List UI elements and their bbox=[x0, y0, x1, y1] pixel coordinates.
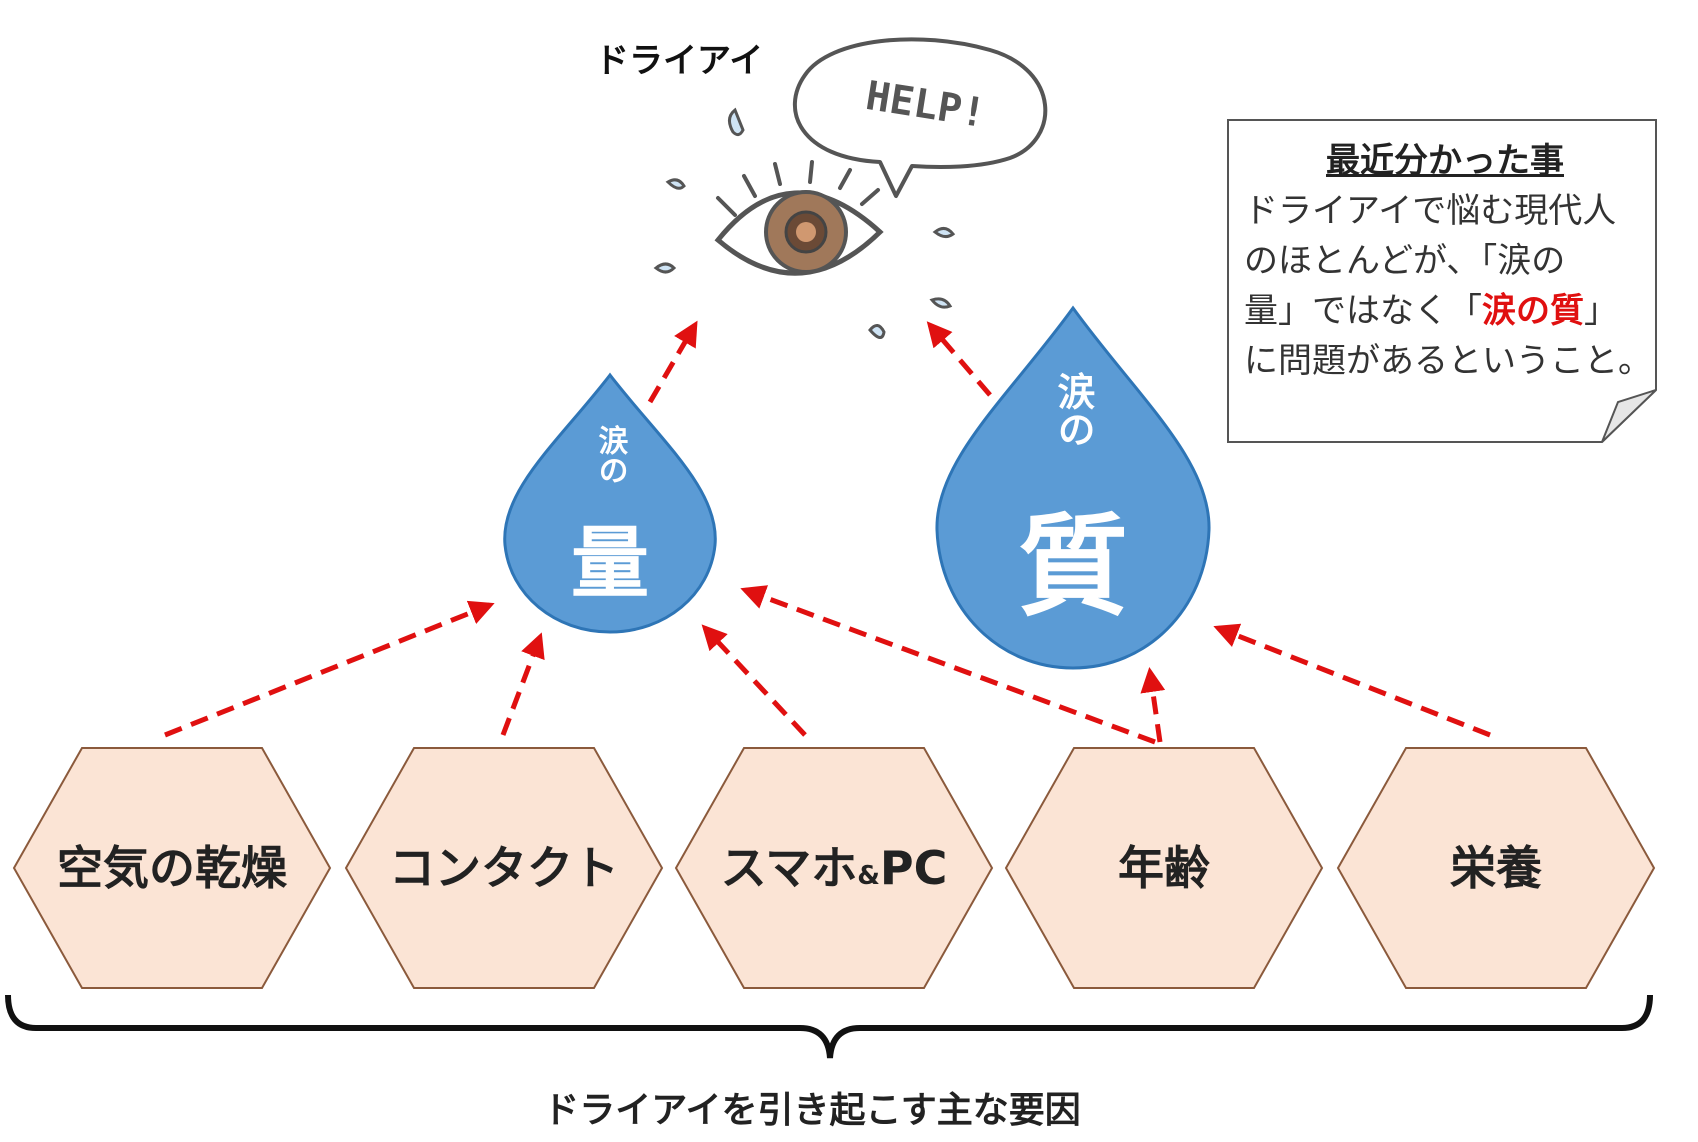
note-line-3: 量」ではなく「涙の質」 bbox=[1244, 286, 1646, 336]
dry-eye-label: ドライアイ bbox=[595, 41, 763, 81]
factor-age-label: 年齢 bbox=[1118, 841, 1210, 895]
factor-contact-label: コンタクト bbox=[389, 841, 619, 895]
factor-ampersand: & bbox=[857, 861, 880, 891]
tear-splash-icons bbox=[653, 107, 956, 339]
note-line-3-post: 」 bbox=[1584, 291, 1618, 331]
note-accent-text: 涙の質 bbox=[1482, 291, 1584, 331]
note-line-2: のほとんどが、「涙の bbox=[1244, 241, 1566, 281]
arrow-age-to-amount bbox=[740, 585, 1156, 745]
factor-pc-label: PC bbox=[880, 841, 947, 895]
factor-age: 年齢 bbox=[1004, 747, 1324, 989]
main-causes-label: ドライアイを引き起こす主な要因 bbox=[543, 1090, 1080, 1131]
note-title: 最近分かった事 bbox=[1326, 141, 1564, 181]
tear-quality-small-label: 涙の bbox=[1051, 371, 1095, 448]
factor-smartphone-pc: スマホ&PC bbox=[674, 747, 994, 989]
factor-smartphone-label: スマホ bbox=[721, 841, 858, 895]
grouping-brace bbox=[5, 994, 1653, 1059]
factor-smartphone-pc-label: スマホ&PC bbox=[721, 841, 948, 895]
arrow-smartphone-to-amount bbox=[701, 624, 807, 737]
factor-dry-air-label: 空気の乾燥 bbox=[57, 841, 288, 895]
note-line-3-pre: 量」ではなく「 bbox=[1244, 291, 1482, 331]
arrow-age-to-quality bbox=[1140, 667, 1166, 743]
factor-nutrition: 栄養 bbox=[1336, 747, 1656, 989]
arrow-amount-to-eye bbox=[647, 320, 698, 404]
tear-amount-big-label: 量 bbox=[571, 519, 649, 609]
factor-contact: コンタクト bbox=[344, 747, 664, 989]
note-card bbox=[1227, 119, 1657, 443]
tear-amount-small-label: 涙の bbox=[593, 424, 629, 485]
note-line-4: に問題があるということ。 bbox=[1244, 341, 1652, 381]
arrow-quality-to-eye bbox=[926, 321, 992, 397]
note-text: 最近分かった事 ドライアイで悩む現代人 のほとんどが、「涙の 量」ではなく「涙の… bbox=[1228, 120, 1656, 442]
speech-bubble: HELP! bbox=[792, 37, 1048, 198]
arrow-dry-air-to-amount bbox=[164, 600, 495, 738]
arrow-contact-to-amount bbox=[500, 632, 545, 736]
tear-quality-big-label: 質 bbox=[1018, 503, 1128, 631]
arrow-nutrition-to-quality bbox=[1213, 623, 1491, 738]
note-line-1: ドライアイで悩む現代人 bbox=[1244, 191, 1617, 231]
factor-nutrition-label: 栄養 bbox=[1450, 841, 1542, 895]
factor-dry-air: 空気の乾燥 bbox=[12, 747, 332, 989]
tear-amount-drop: 涙の 量 bbox=[503, 372, 717, 634]
tear-quality-drop: 涙の 質 bbox=[935, 305, 1211, 670]
eye-icon bbox=[714, 160, 884, 276]
